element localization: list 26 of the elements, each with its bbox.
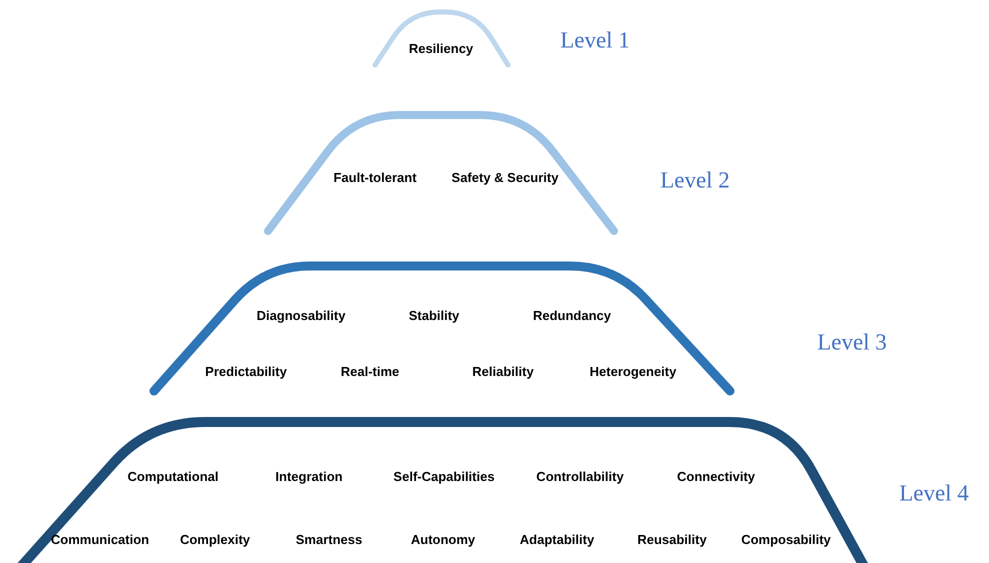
property-label: Diagnosability: [256, 308, 346, 324]
property-label: Predictability: [205, 364, 287, 380]
property-label: Reusability: [637, 532, 707, 548]
property-label: Stability: [408, 308, 460, 324]
property-label: Complexity: [180, 532, 250, 548]
property-label: Real-time: [340, 364, 400, 380]
level-label: Level 1: [560, 27, 630, 53]
property-label: Resiliency: [408, 42, 474, 56]
property-label: Composability: [741, 532, 831, 548]
property-label: Integration: [275, 470, 343, 484]
property-label: Smartness: [296, 532, 362, 548]
property-label: Self-Capabilities: [393, 470, 495, 484]
property-label: Adaptability: [520, 532, 594, 548]
level-label: Level 3: [817, 329, 887, 355]
property-label: Reliability: [472, 364, 534, 380]
property-label: Redundancy: [533, 308, 611, 324]
property-label: Computational: [128, 470, 218, 484]
property-label: Heterogeneity: [590, 364, 676, 380]
level-label: Level 4: [899, 480, 969, 506]
property-label: Safety & Security: [452, 170, 558, 186]
property-label: Controllability: [536, 470, 624, 484]
property-label: Communication: [50, 532, 150, 548]
property-label: Connectivity: [677, 470, 755, 484]
property-label: Fault-tolerant: [333, 170, 417, 186]
level-label: Level 2: [660, 167, 730, 193]
property-label: Autonomy: [410, 532, 476, 548]
